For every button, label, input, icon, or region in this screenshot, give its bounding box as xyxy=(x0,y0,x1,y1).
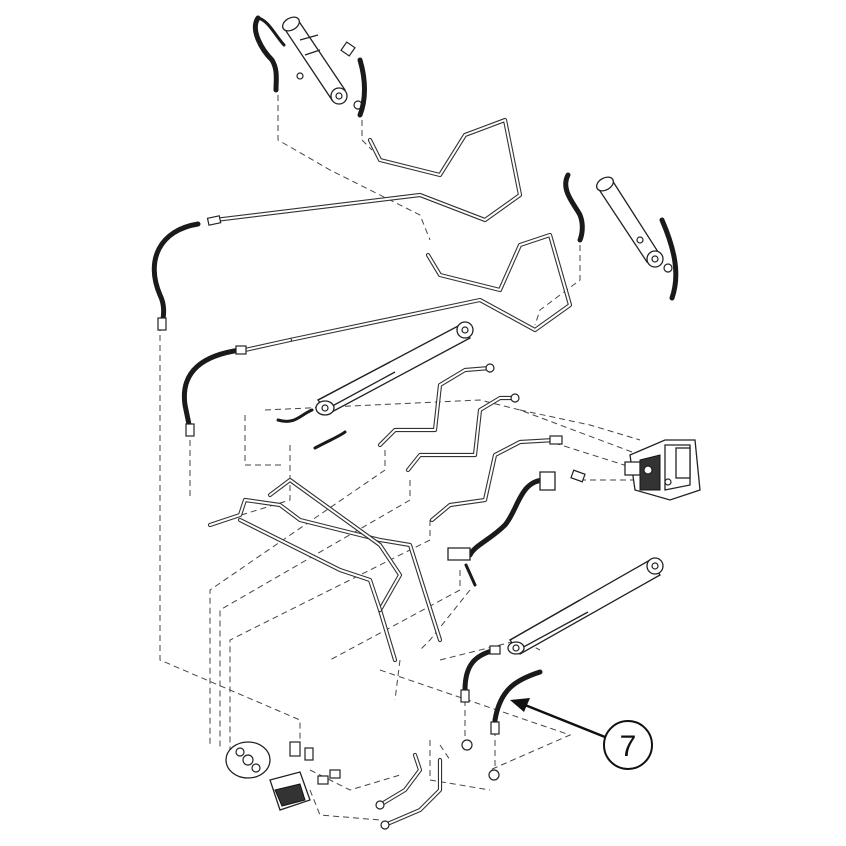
hose-left-middle xyxy=(181,347,243,435)
control-valve-right xyxy=(624,439,701,501)
rigid-tubes-lower xyxy=(377,752,443,828)
callout-number: 7 xyxy=(620,730,637,763)
rigid-tubes-middle xyxy=(207,365,558,663)
hose-top-right xyxy=(357,57,367,118)
hose-top-left-loop xyxy=(256,16,286,47)
callout-7-hose xyxy=(492,669,543,733)
hose-right-upper xyxy=(563,172,585,243)
short-hose-b xyxy=(313,430,347,450)
boom-cylinder-upper xyxy=(315,321,474,416)
callout-7: 7 xyxy=(510,698,653,770)
hose-right-lower xyxy=(659,217,679,301)
s-shaped-hose xyxy=(467,477,548,558)
boom-cylinder-lower xyxy=(507,557,664,655)
short-hose-a xyxy=(276,408,314,423)
lift-cylinder-right xyxy=(595,176,673,273)
control-valve-bottom xyxy=(225,741,341,811)
rigid-tubes-upper xyxy=(212,117,573,353)
lift-cylinder-top xyxy=(281,16,363,110)
hose-left-upper xyxy=(151,221,201,328)
hose-top-left xyxy=(252,15,279,93)
dashed-leader-lines xyxy=(159,95,641,821)
hose-stub xyxy=(464,563,477,587)
